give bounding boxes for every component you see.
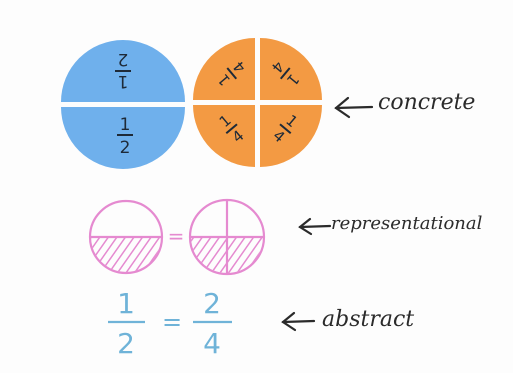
orange-quarter-bottom-left [193, 105, 255, 167]
abstract-equals: = [162, 308, 182, 336]
blue-bottom-denominator: 2 [120, 138, 131, 158]
abstract-left-numerator: 1 [117, 287, 135, 320]
blue-half-bottom-piece [61, 107, 185, 169]
concrete-arrow-icon [334, 96, 374, 119]
blue-bottom-numerator: 1 [120, 115, 131, 135]
blue-top-numerator: 1 [118, 71, 129, 91]
orange-quarter-top-right [260, 38, 322, 100]
representational-left-circle [88, 199, 164, 275]
abstract-arrow-icon [281, 311, 316, 332]
blue-top-denominator: 2 [118, 49, 129, 69]
representational-equals: = [168, 224, 185, 248]
abstract-label: abstract [322, 307, 415, 332]
blue-top-fraction: 1 2 [115, 49, 131, 91]
blue-halves-circle: 1 2 1 2 [61, 40, 185, 169]
representational-label: representational [331, 213, 483, 234]
concrete-label: concrete [378, 90, 476, 115]
abstract-left-denominator: 2 [117, 327, 135, 360]
abstract-right-numerator: 2 [203, 287, 221, 320]
orange-quarters-circle: 1 4 1 4 1 4 1 4 [193, 38, 322, 167]
abstract-right-denominator: 4 [203, 327, 221, 360]
representational-right-circle [188, 198, 266, 276]
blue-bottom-fraction: 1 2 [117, 115, 133, 158]
orange-quarter-top-left [193, 38, 255, 100]
orange-quarter-bottom-right [260, 105, 322, 167]
representational-arrow-icon [298, 217, 332, 236]
abstract-equation: 1 2 = 2 4 [108, 287, 232, 360]
